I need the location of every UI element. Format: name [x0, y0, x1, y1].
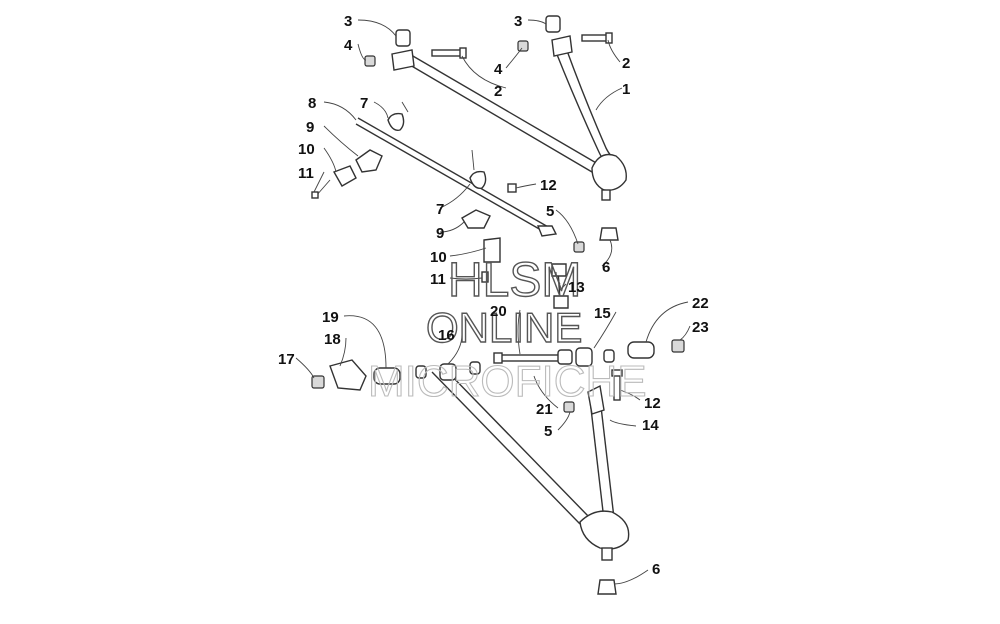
nut-17: [311, 375, 325, 389]
bracket-10-middle: [483, 237, 501, 263]
callout-3-left: 3: [344, 13, 352, 30]
callout-9-upper: 9: [306, 119, 314, 136]
bushing-22: [627, 341, 655, 359]
bolt-11-middle: [481, 271, 489, 283]
clamp-7-upper: [387, 101, 409, 131]
lower-a-arm: [431, 365, 630, 561]
watermark-line2: ONLINE: [426, 304, 582, 351]
callout-10-upper: 10: [298, 141, 315, 158]
bolt-12-lower: [611, 369, 623, 401]
watermark-line1: HLSM: [448, 254, 581, 307]
bolt-2-left: [431, 47, 467, 59]
clamp-7-middle: [469, 149, 487, 189]
nut-23: [671, 339, 685, 353]
callout-6-lower: 6: [652, 561, 660, 578]
callout-7-upper: 7: [360, 95, 368, 112]
callout-20: 20: [490, 303, 507, 320]
callout-4-right: 4: [494, 61, 503, 78]
callout-8: 8: [308, 95, 316, 112]
watermark: HLSM ONLINE MICROFICHE: [367, 253, 647, 406]
callout-5-upper: 5: [546, 203, 554, 220]
callout-18: 18: [324, 331, 341, 348]
callout-5-lower: 5: [544, 423, 552, 440]
callout-11-middle: 11: [430, 271, 446, 288]
bracket-10-upper: [332, 165, 357, 187]
grommet-6-lower: [597, 579, 617, 595]
callout-21: 21: [536, 401, 553, 418]
bracket-9-upper: [355, 149, 383, 173]
bolt-11-upper: [311, 179, 331, 199]
bracket-18: [329, 359, 367, 391]
callout-13: 13: [568, 279, 585, 296]
callout-14: 14: [642, 417, 659, 434]
nut-4-left: [364, 55, 376, 67]
nut-4-right: [517, 40, 529, 52]
link-13: [551, 263, 569, 309]
bushing-19: [373, 367, 401, 385]
callout-17: 17: [278, 351, 295, 368]
bushing-16: [415, 361, 481, 381]
callout-12-upper: 12: [540, 177, 557, 194]
stabilizer-bar: [355, 117, 558, 237]
callout-16: 16: [438, 327, 455, 344]
callout-19: 19: [322, 309, 339, 326]
callout-22: 22: [692, 295, 709, 312]
callout-1: 1: [622, 81, 630, 98]
callout-labels: 3 4 2 3 4 2 1 8 7 9 10 11 12 7 5 9 10 6 …: [278, 13, 709, 578]
bushing-15: [557, 347, 615, 367]
callout-15: 15: [594, 305, 611, 322]
upper-arm-pivot-bracket-right: [551, 35, 573, 57]
link-bracket-lower: [587, 384, 605, 415]
callout-7-middle: 7: [436, 201, 444, 218]
callout-2-right: 2: [622, 55, 630, 72]
bolt-12-upper: [507, 183, 517, 193]
bushing-3-left: [395, 29, 411, 47]
callout-3-right: 3: [514, 13, 522, 30]
callout-2-left: 2: [494, 83, 502, 100]
callout-23: 23: [692, 319, 709, 336]
upper-a-arm: [397, 47, 627, 201]
callout-9-middle: 9: [436, 225, 444, 242]
watermark-line3: MICROFICHE: [368, 357, 647, 406]
callout-4-left: 4: [344, 37, 353, 54]
nut-21: [563, 401, 575, 413]
callout-10-middle: 10: [430, 249, 447, 266]
grommet-6-upper: [599, 227, 619, 241]
nut-5-upper: [573, 241, 585, 253]
upper-arm-pivot-bracket-left: [391, 49, 415, 71]
bushing-3-right: [545, 15, 561, 33]
callout-12-lower: 12: [644, 395, 661, 412]
callout-6-upper: 6: [602, 259, 610, 276]
bracket-9-middle: [461, 209, 491, 229]
bolt-2-right: [581, 32, 613, 44]
leader-lines: [295, 19, 691, 585]
callout-11-upper: 11: [298, 165, 314, 182]
